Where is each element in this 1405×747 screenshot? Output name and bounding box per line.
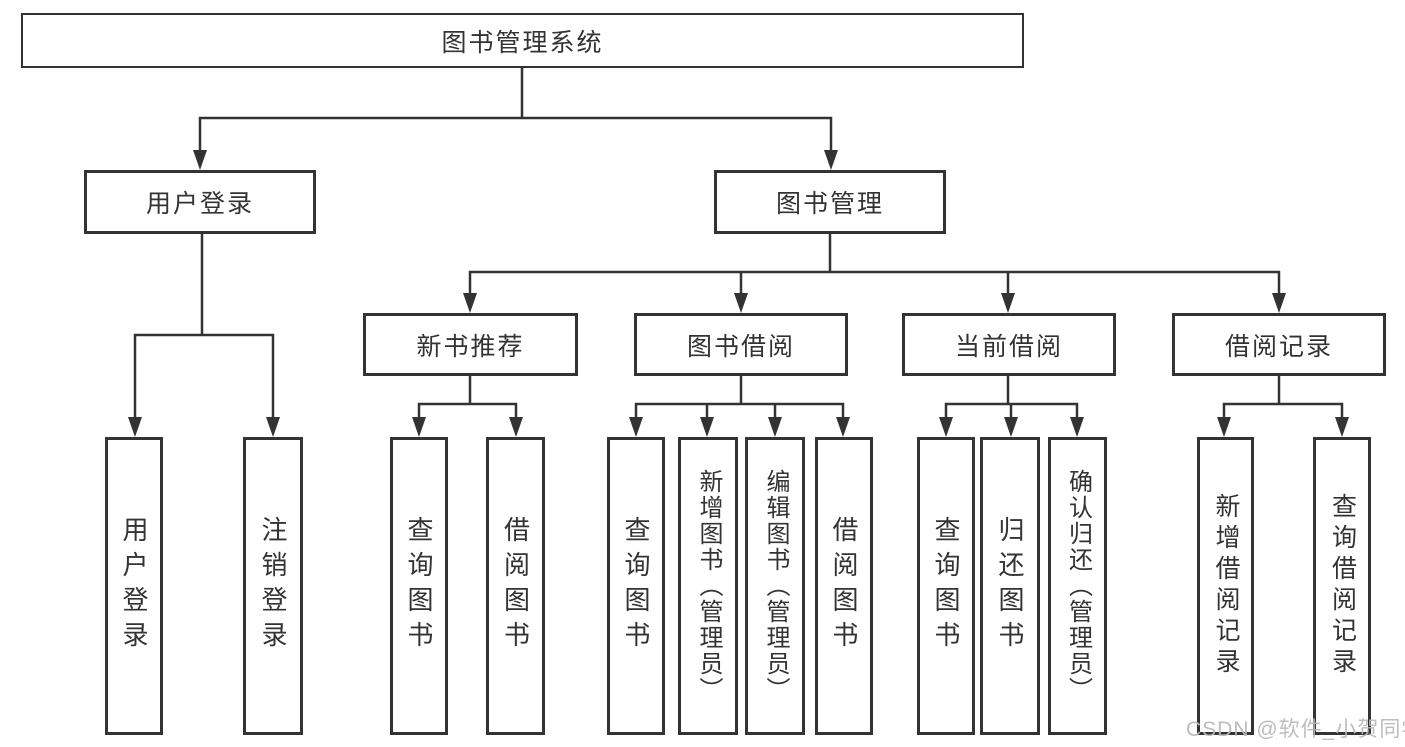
leaf-label: 用户登录 xyxy=(119,516,149,656)
node-label: 用户登录 xyxy=(145,190,254,218)
leaf-label: 注销登录 xyxy=(258,516,288,656)
leaf-label: 归还图书 xyxy=(995,516,1025,656)
leaf-edit-books-admin: 编辑图书（管理员） xyxy=(745,437,805,735)
leaf-label: 编辑图书（管理员） xyxy=(762,469,789,703)
leaf-logout-login: 注销登录 xyxy=(243,437,303,735)
leaf-borrow-books-borrowing: 借阅图书 xyxy=(815,437,873,735)
node-label: 当前借阅 xyxy=(954,332,1063,361)
leaf-label: 借阅图书 xyxy=(500,516,531,656)
node-label: 新书推荐 xyxy=(416,332,525,361)
leaf-label: 查询图书 xyxy=(931,516,961,656)
leaf-borrow-books-recommend: 借阅图书 xyxy=(486,437,545,735)
node-label: 借阅记录 xyxy=(1224,332,1333,361)
node-label: 图书借阅 xyxy=(686,332,795,361)
node-user-login: 用户登录 xyxy=(84,170,316,234)
node-current-borrowing: 当前借阅 xyxy=(902,313,1116,376)
leaf-return-books: 归还图书 xyxy=(980,437,1040,735)
watermark: CSDN @软件_小贺同学 xyxy=(1186,718,1405,741)
leaf-label: 查询图书 xyxy=(404,516,434,656)
node-new-book-recommendation: 新书推荐 xyxy=(363,313,578,376)
connector-path xyxy=(133,68,1344,420)
node-book-management: 图书管理 xyxy=(714,170,946,234)
arrowhead-down-icon xyxy=(128,150,1349,437)
leaf-label: 查询图书 xyxy=(621,516,651,656)
leaf-confirm-return-admin: 确认归还（管理员） xyxy=(1048,437,1107,735)
leaf-add-borrow-record: 新增借阅记录 xyxy=(1197,437,1254,735)
node-label: 图书管理 xyxy=(775,190,884,218)
leaf-label: 借阅图书 xyxy=(829,516,859,656)
leaf-label: 新增图书（管理员） xyxy=(695,469,722,703)
leaf-query-borrow-record: 查询借阅记录 xyxy=(1313,437,1371,735)
leaf-label: 确认归还（管理员） xyxy=(1064,469,1092,703)
leaf-label: 新增借阅记录 xyxy=(1212,493,1240,679)
leaf-query-books-borrowing: 查询图书 xyxy=(607,437,665,735)
node-borrowing-records: 借阅记录 xyxy=(1172,313,1386,376)
leaf-add-books-admin: 新增图书（管理员） xyxy=(678,437,738,735)
leaf-query-books-recommend: 查询图书 xyxy=(390,437,448,735)
node-label: 图书管理系统 xyxy=(441,28,604,57)
node-system-root: 图书管理系统 xyxy=(21,13,1024,68)
leaf-user-login: 用户登录 xyxy=(105,437,163,735)
leaf-query-books-current: 查询图书 xyxy=(917,437,975,735)
node-book-borrowing: 图书借阅 xyxy=(634,313,848,376)
leaf-label: 查询借阅记录 xyxy=(1328,493,1357,679)
